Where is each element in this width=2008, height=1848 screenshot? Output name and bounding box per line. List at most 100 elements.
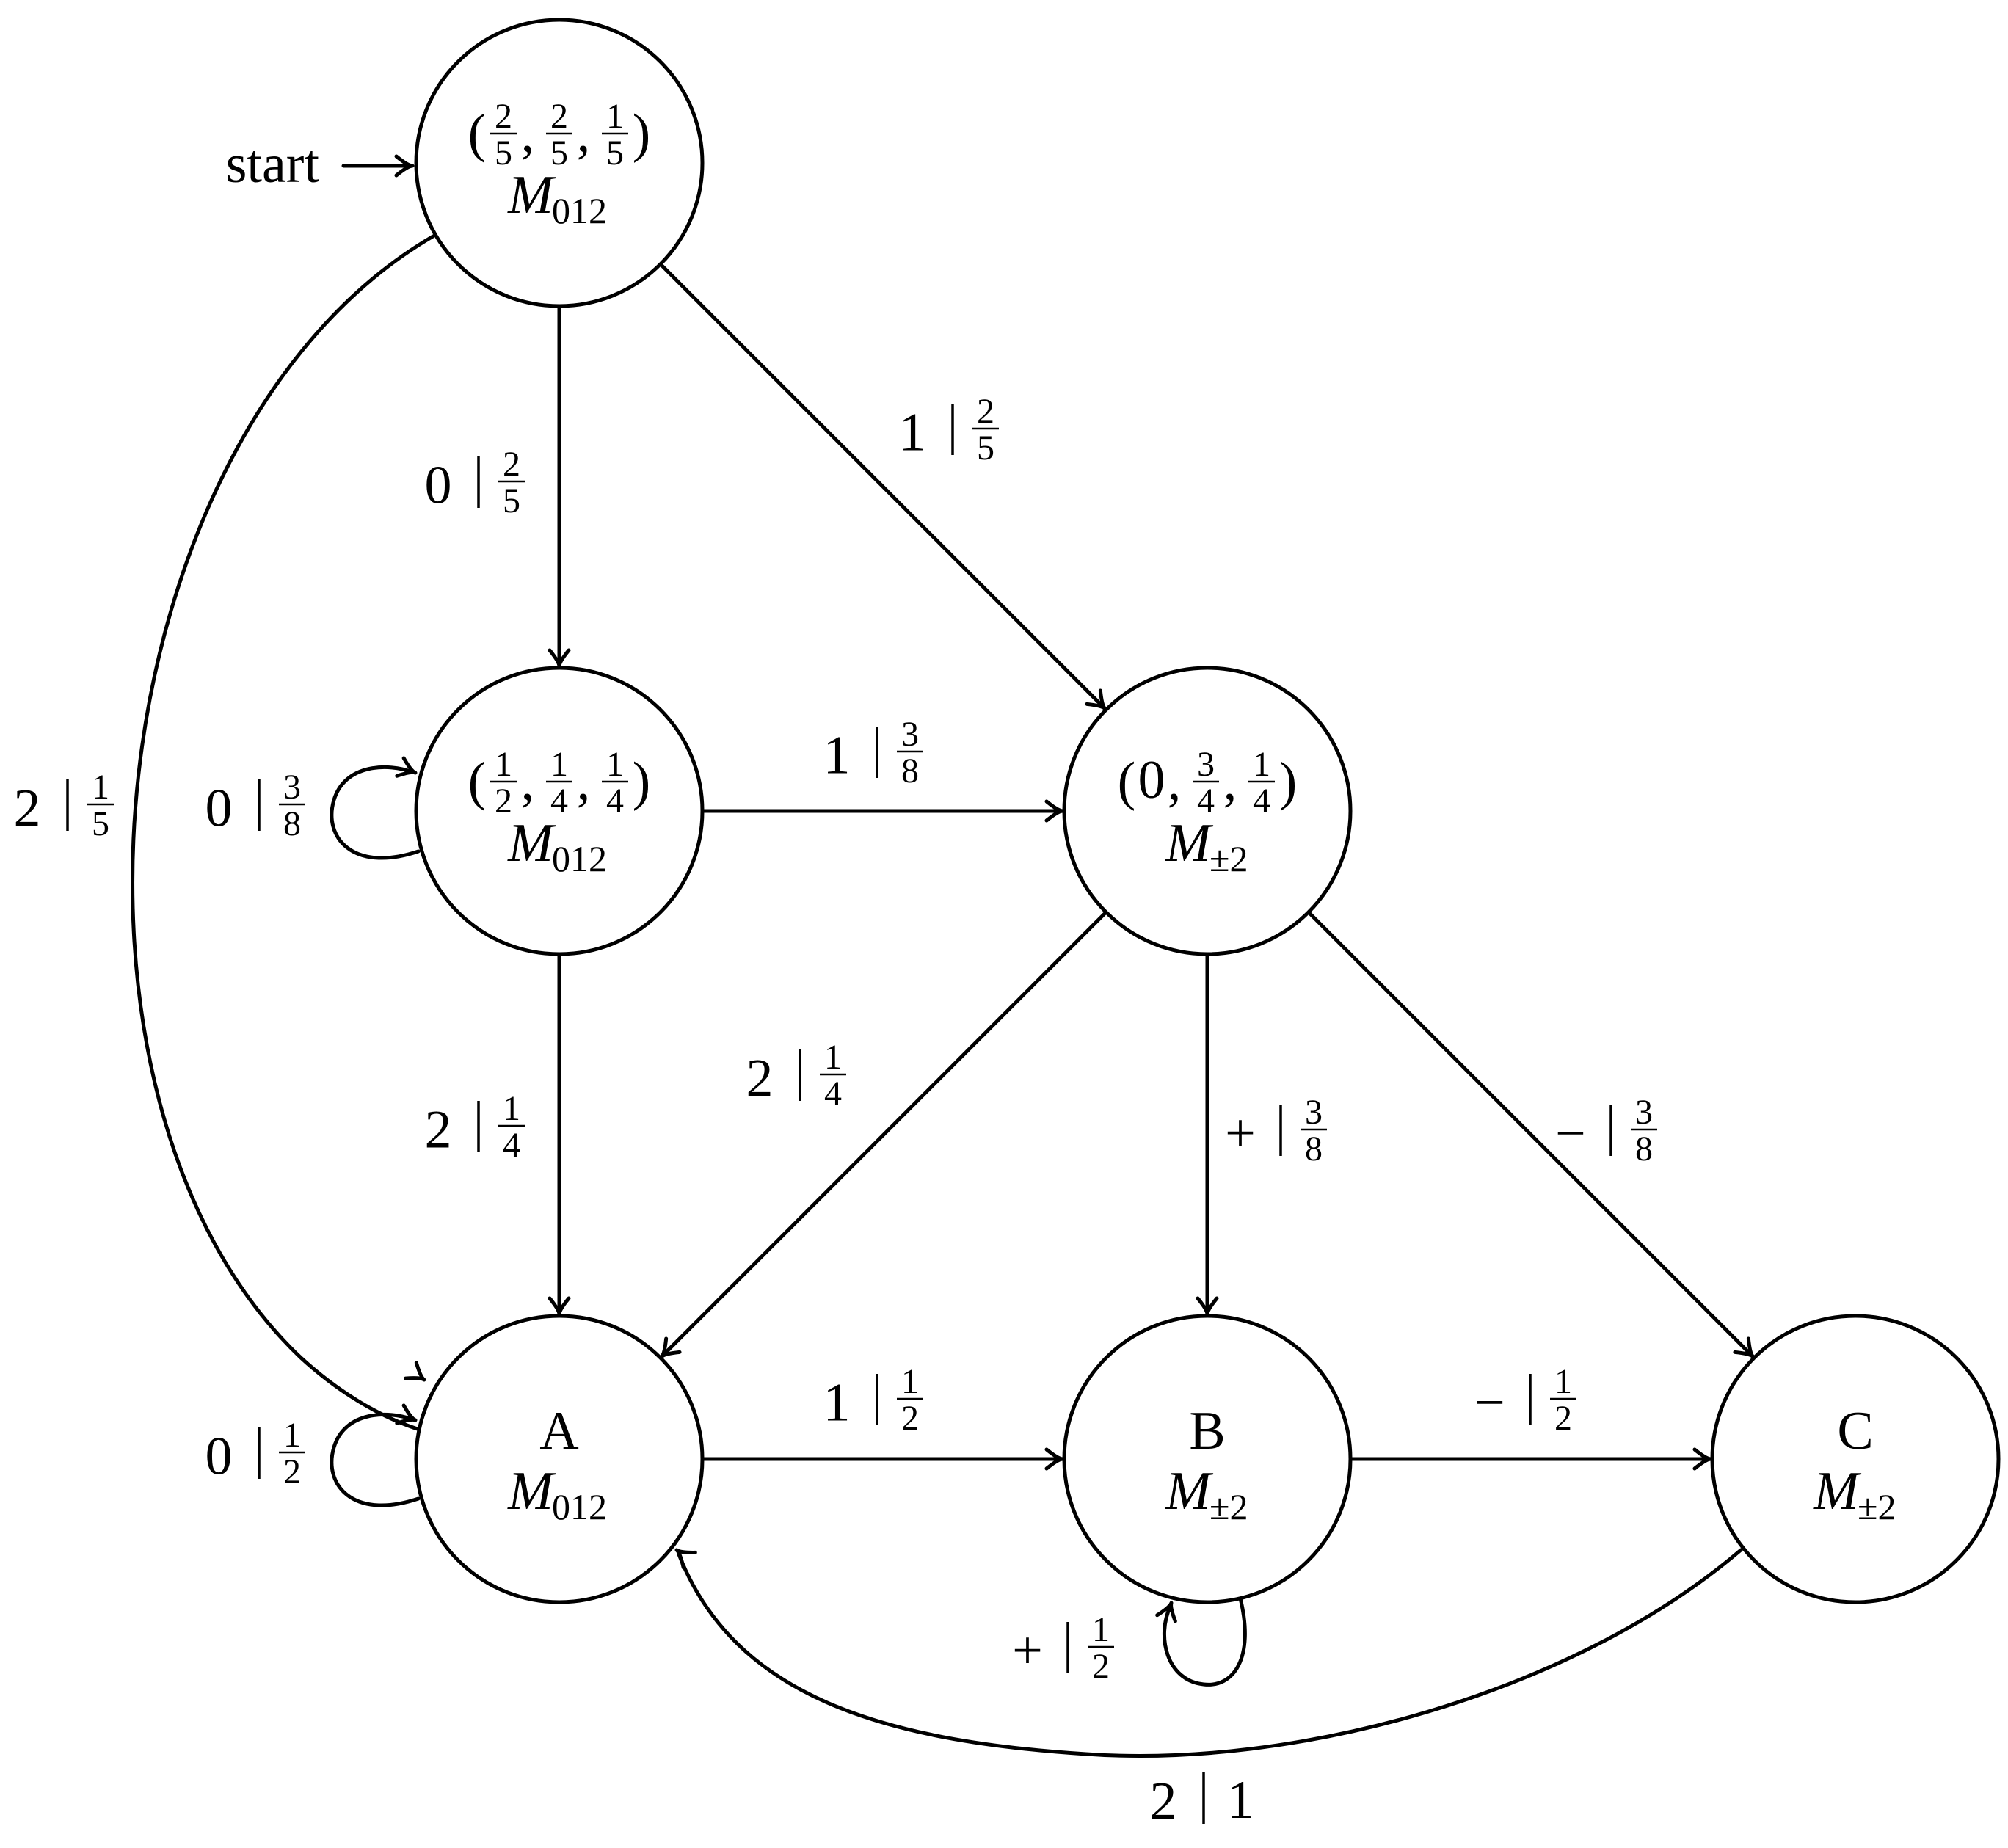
start-arrow: start	[226, 134, 415, 194]
edge-probability-denominator: 2	[901, 1399, 919, 1438]
vector-entry-denominator: 4	[1197, 782, 1215, 821]
start-label: start	[226, 134, 320, 194]
edge-label-s1-s2: 1 38	[823, 715, 923, 790]
vector-entry-denominator: 2	[495, 782, 512, 821]
edge-symbol: 1	[899, 403, 926, 463]
edge-probability-denominator: 2	[283, 1452, 301, 1491]
edge-line	[659, 910, 1108, 1359]
edge-probability-numerator: 1	[1092, 1610, 1110, 1649]
edge-probability: 12	[1088, 1610, 1114, 1686]
machine-subscript: 012	[552, 190, 607, 231]
edge-label-s2-C: −38	[1555, 1093, 1657, 1168]
edge-probability-numerator: 1	[283, 1416, 301, 1455]
vector-entry: 25	[490, 97, 517, 172]
edge-probability: 25	[972, 392, 999, 468]
edge-probability-numerator: 3	[1305, 1093, 1323, 1132]
edge-symbol: +	[1225, 1104, 1256, 1164]
vector-entry: 14	[546, 745, 572, 821]
edge-probability-denominator: 5	[977, 429, 994, 468]
state-title: C	[1837, 1401, 1873, 1461]
state-machine: M±2	[1165, 1461, 1248, 1527]
vector-entry: 15	[602, 97, 628, 172]
edge-probability: 38	[1301, 1093, 1327, 1168]
edge-line	[330, 1412, 421, 1507]
edge-symbol: 2	[14, 779, 41, 839]
state-vector: (25,25,15)	[468, 97, 651, 172]
paren-open: (	[468, 103, 487, 164]
edge-probability: 12	[897, 1362, 923, 1438]
edge-probability-denominator: 2	[1092, 1647, 1110, 1686]
edge-probability: 14	[498, 1089, 525, 1165]
state-vector: (0,34,14)	[1118, 745, 1298, 821]
edge-line	[131, 234, 435, 1432]
edge-probability: 25	[498, 445, 525, 520]
arrow-head	[395, 1403, 418, 1425]
state-machine: M±2	[1165, 813, 1248, 879]
machine-letter: M	[1165, 813, 1214, 873]
edge-probability: 15	[87, 768, 114, 843]
machine-subscript: ±2	[1209, 838, 1248, 879]
edge-probability-numerator: 3	[1635, 1093, 1653, 1132]
vector-entry-numerator: 1	[495, 745, 512, 784]
machine-subscript: ±2	[1209, 1486, 1248, 1527]
state-C: CM±2	[1710, 1314, 2001, 1604]
vector-entry-numerator: 1	[550, 745, 568, 784]
paren-close: )	[633, 752, 651, 812]
edge-symbol: 2	[425, 1100, 452, 1160]
edge-probability-numerator: 1	[901, 1362, 919, 1401]
state-circle	[414, 1314, 705, 1604]
edge-symbol: +	[1012, 1621, 1043, 1681]
state-circle	[1710, 1314, 2001, 1604]
machine-letter: M	[507, 813, 556, 873]
edge-probability: 12	[1550, 1362, 1576, 1438]
arrow-head	[395, 756, 418, 778]
arrow-head	[674, 1548, 697, 1570]
edge-probability-denominator: 8	[283, 804, 301, 843]
arrow-head	[394, 154, 415, 178]
edge-probability: 14	[820, 1038, 846, 1113]
vector-entry-numerator: 1	[606, 745, 624, 784]
edge-line	[677, 1548, 1743, 1758]
edge-symbol: 0	[205, 779, 233, 839]
vector-entry-numerator: 2	[495, 97, 512, 136]
paren-close: )	[633, 103, 651, 164]
state-title: A	[539, 1401, 578, 1461]
edge-probability-numerator: 3	[901, 715, 919, 754]
edge-probability-denominator: 4	[503, 1126, 520, 1165]
vector-entry-denominator: 4	[550, 782, 568, 821]
state-machine: M±2	[1813, 1461, 1896, 1527]
state-circle	[1062, 1314, 1353, 1604]
edge-symbol: 0	[205, 1427, 233, 1487]
edge-label-A-A: 0 12	[205, 1416, 305, 1491]
machine-letter: M	[1813, 1461, 1862, 1521]
edge-probability-numerator: 1	[503, 1089, 520, 1128]
edge-probability-denominator: 8	[1635, 1129, 1653, 1168]
edge-probability-denominator: 4	[824, 1074, 842, 1113]
state-vector: (12,14,14)	[468, 745, 651, 821]
edge-symbol: 1	[823, 726, 851, 786]
edge-probability-denominator: 8	[1305, 1129, 1323, 1168]
vector-entry-numerator: 1	[606, 97, 624, 136]
comma: ,	[521, 752, 535, 812]
edge-B-B	[1155, 1596, 1247, 1687]
edge-symbol: −	[1474, 1373, 1505, 1433]
edge-probability-numerator: 1	[824, 1038, 842, 1077]
vector-entry: 0	[1138, 750, 1165, 810]
vector-entry-denominator: 4	[1253, 782, 1270, 821]
vector-entry: 14	[1248, 745, 1275, 821]
edge-probability-denominator: 8	[901, 752, 919, 790]
edge-symbol: 2	[1150, 1772, 1177, 1832]
paren-open: (	[468, 752, 487, 812]
vector-entry: 34	[1193, 745, 1219, 821]
edge-s0-A	[131, 234, 435, 1432]
comma: ,	[577, 103, 591, 164]
edge-probability: 38	[897, 715, 923, 790]
edge-probability-value: 1	[1227, 1770, 1254, 1830]
